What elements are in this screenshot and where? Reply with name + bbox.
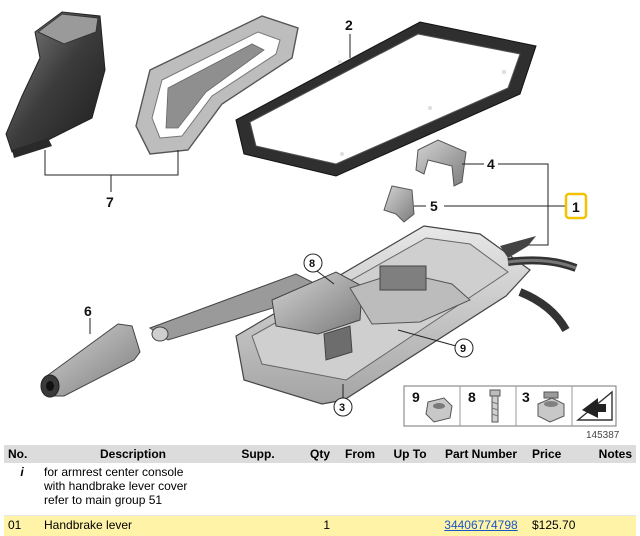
- row-up-to: [386, 516, 434, 536]
- header-supp[interactable]: Supp.: [226, 445, 290, 463]
- header-up-to[interactable]: Up To: [386, 445, 434, 463]
- nut-icon: [426, 398, 452, 422]
- leader-7: [45, 150, 178, 192]
- callout-6: 6: [84, 303, 92, 319]
- callout-3: 3: [339, 402, 345, 414]
- callout-5: 5: [430, 198, 438, 214]
- bracket-part: [416, 140, 466, 186]
- header-qty[interactable]: Qty: [290, 445, 334, 463]
- header-no[interactable]: No.: [4, 445, 40, 463]
- callout-7: 7: [106, 194, 114, 210]
- table-header-row: No. Description Supp. Qty From Up To Par…: [4, 445, 636, 463]
- row-notes: [586, 516, 636, 536]
- legend-num-9: 9: [412, 389, 420, 405]
- row-supp: [226, 516, 290, 536]
- parts-table: No. Description Supp. Qty From Up To Par…: [4, 445, 636, 536]
- callout-9: 9: [460, 343, 466, 355]
- row-price: $125.70: [528, 516, 586, 536]
- callout-1: 1: [572, 199, 580, 215]
- header-price[interactable]: Price: [528, 445, 586, 463]
- legend-num-8: 8: [468, 389, 476, 405]
- diagram-reference-number: 145387: [586, 430, 620, 441]
- exploded-view-svg: 7 2 4 5 1: [0, 0, 640, 444]
- info-line-2: with handbrake lever cover: [44, 479, 632, 493]
- header-part-number[interactable]: Part Number: [434, 445, 528, 463]
- header-description[interactable]: Description: [40, 445, 226, 463]
- info-row: i for armrest center console with handbr…: [4, 463, 636, 516]
- info-line-3: refer to main group 51: [44, 493, 632, 507]
- callout-2: 2: [345, 17, 353, 33]
- row-description: Handbrake lever: [40, 516, 226, 536]
- info-line-1: for armrest center console: [44, 465, 632, 479]
- callout-4: 4: [487, 156, 495, 172]
- table-row[interactable]: 01 Handbrake lever 1 34406774798 $125.70: [4, 516, 636, 536]
- hardware-legend: 9 8 3: [404, 386, 616, 426]
- handle-grip-part: [41, 324, 140, 397]
- info-icon: i: [4, 463, 40, 516]
- row-from: [334, 516, 386, 536]
- parts-diagram: 7 2 4 5 1: [0, 0, 640, 444]
- boot-part: [6, 12, 105, 158]
- callout-8: 8: [309, 258, 315, 270]
- row-no: 01: [4, 516, 40, 536]
- legend-num-3: 3: [522, 389, 530, 405]
- row-qty: 1: [290, 516, 334, 536]
- header-from[interactable]: From: [334, 445, 386, 463]
- row-part-number: 34406774798: [434, 516, 528, 536]
- clip-part: [384, 186, 414, 222]
- bolt-icon: [490, 390, 500, 422]
- header-notes[interactable]: Notes: [586, 445, 636, 463]
- info-text: for armrest center console with handbrak…: [40, 463, 636, 516]
